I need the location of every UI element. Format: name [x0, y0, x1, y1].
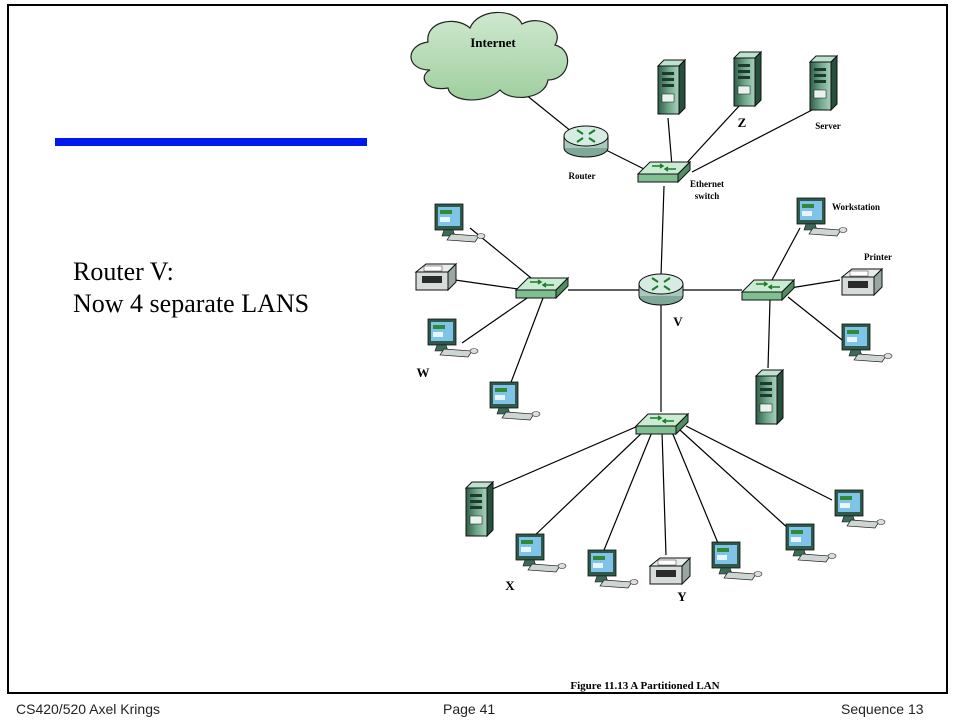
link-switch-server [691, 109, 813, 173]
link-right-pc [787, 296, 843, 341]
link-switch-v [660, 185, 665, 277]
label-v: V [673, 314, 683, 329]
link-switch-tower1 [667, 117, 673, 167]
figure-caption: Figure 11.13 A Partitioned LAN [570, 680, 719, 692]
server-tower-z-icon [733, 51, 762, 107]
title-accent-bar [55, 138, 367, 146]
link-right-workstation [771, 227, 801, 281]
link-bottom-pc4 [679, 429, 791, 531]
workstation-icon [489, 381, 541, 421]
link-router-switch [605, 149, 651, 173]
router-icon [563, 125, 609, 158]
link-switch-z [681, 104, 741, 169]
workstation-icon [834, 489, 886, 529]
label-ethernet: Ethernet [690, 179, 724, 189]
link-right-printer [789, 279, 841, 289]
label-router: Router [569, 171, 596, 181]
bottom-switch-icon [635, 413, 689, 435]
workstation-w-icon [427, 318, 479, 358]
label-x: X [505, 578, 515, 593]
label-internet: Internet [470, 35, 516, 50]
label-w: W [417, 365, 430, 380]
slide-frame [7, 4, 948, 694]
network-links [454, 89, 843, 561]
label-printer: Printer [864, 252, 892, 262]
internet-cloud-icon [410, 11, 569, 101]
printer-y-icon [649, 557, 691, 585]
left-switch-icon [515, 277, 569, 299]
printer-icon [415, 263, 457, 291]
body-line-2: Now 4 separate LANS [73, 289, 310, 318]
link-bottom-x [529, 429, 646, 541]
link-left-printer [454, 279, 519, 290]
workstation-icon [587, 549, 639, 589]
link-bottom-pc3 [671, 431, 721, 549]
printer-labeled-icon [841, 268, 883, 296]
link-bottom-pc2 [599, 431, 653, 561]
right-switch-icon [741, 279, 795, 301]
link-bottom-tower [489, 425, 639, 491]
link-bottom-y [661, 431, 667, 556]
body-line-1: Router V: [73, 257, 174, 286]
label-y: Y [677, 589, 687, 604]
router-v-icon [638, 273, 684, 306]
footer-page-number: Page 41 [443, 701, 496, 717]
server-tower-icon [465, 481, 494, 537]
footer-course: CS420/520 Axel Krings [16, 701, 160, 717]
server-tower-icon [755, 369, 784, 425]
label-z: Z [738, 115, 747, 130]
link-right-tower [767, 299, 771, 369]
workstation-icon [434, 203, 486, 243]
ethernet-switch-icon [637, 161, 691, 183]
label-switch: switch [695, 191, 720, 201]
link-bottom-pc5 [685, 425, 833, 501]
server-tower-server-icon [809, 55, 838, 111]
workstation-icon [711, 541, 763, 581]
server-tower-icon [657, 59, 686, 115]
workstation-icon [841, 323, 893, 363]
label-server: Server [815, 121, 840, 131]
footer-sequence: Sequence 13 [841, 701, 924, 717]
label-workstation: Workstation [832, 202, 880, 212]
link-left-pc3 [509, 297, 544, 386]
workstation-icon [785, 523, 837, 563]
link-left-w [461, 295, 531, 344]
workstation-x-icon [515, 533, 567, 573]
slide-body-text: Router V: Now 4 separate LANS [73, 256, 309, 320]
